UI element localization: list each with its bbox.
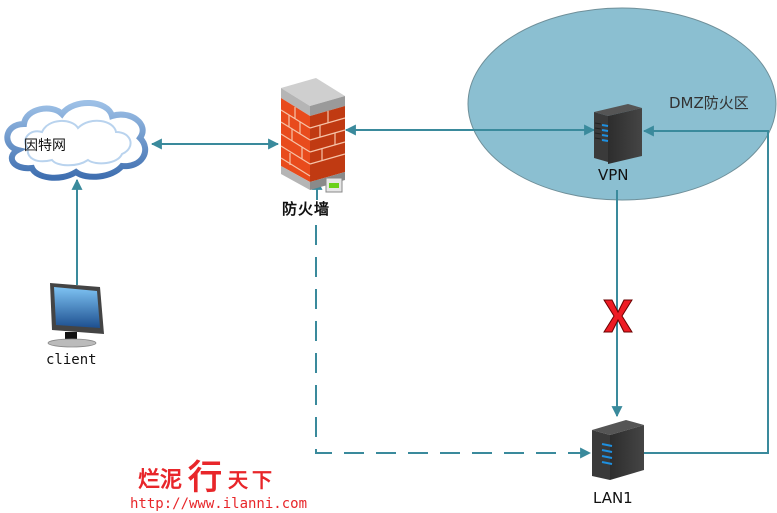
internet-label: 因特网 xyxy=(24,138,66,154)
edge-lan-vpn xyxy=(642,125,769,454)
lan-label: LAN1 xyxy=(593,489,633,507)
watermark-url: http://www.ilanni.com xyxy=(130,496,308,512)
watermark-title: 烂泥行天下 xyxy=(138,448,277,498)
watermark-part-3: 天下 xyxy=(228,468,277,492)
edge-firewall-lan-dashed xyxy=(315,225,592,459)
lan-server-icon xyxy=(592,420,644,480)
dmz-label: DMZ防火区 xyxy=(669,94,749,112)
dmz-zone xyxy=(467,7,777,201)
cloud-icon xyxy=(4,99,149,181)
monitor-icon xyxy=(47,283,104,348)
firewall-label: 防火墙 xyxy=(282,200,331,218)
client-label: client xyxy=(46,352,97,368)
blocked-x-icon xyxy=(603,299,633,333)
watermark-part-1: 烂泥 xyxy=(138,467,183,493)
watermark-part-2: 行 xyxy=(188,458,223,498)
vpn-label: VPN xyxy=(598,166,629,184)
vpn-server-icon xyxy=(594,104,642,164)
firewall-icon xyxy=(280,78,346,193)
